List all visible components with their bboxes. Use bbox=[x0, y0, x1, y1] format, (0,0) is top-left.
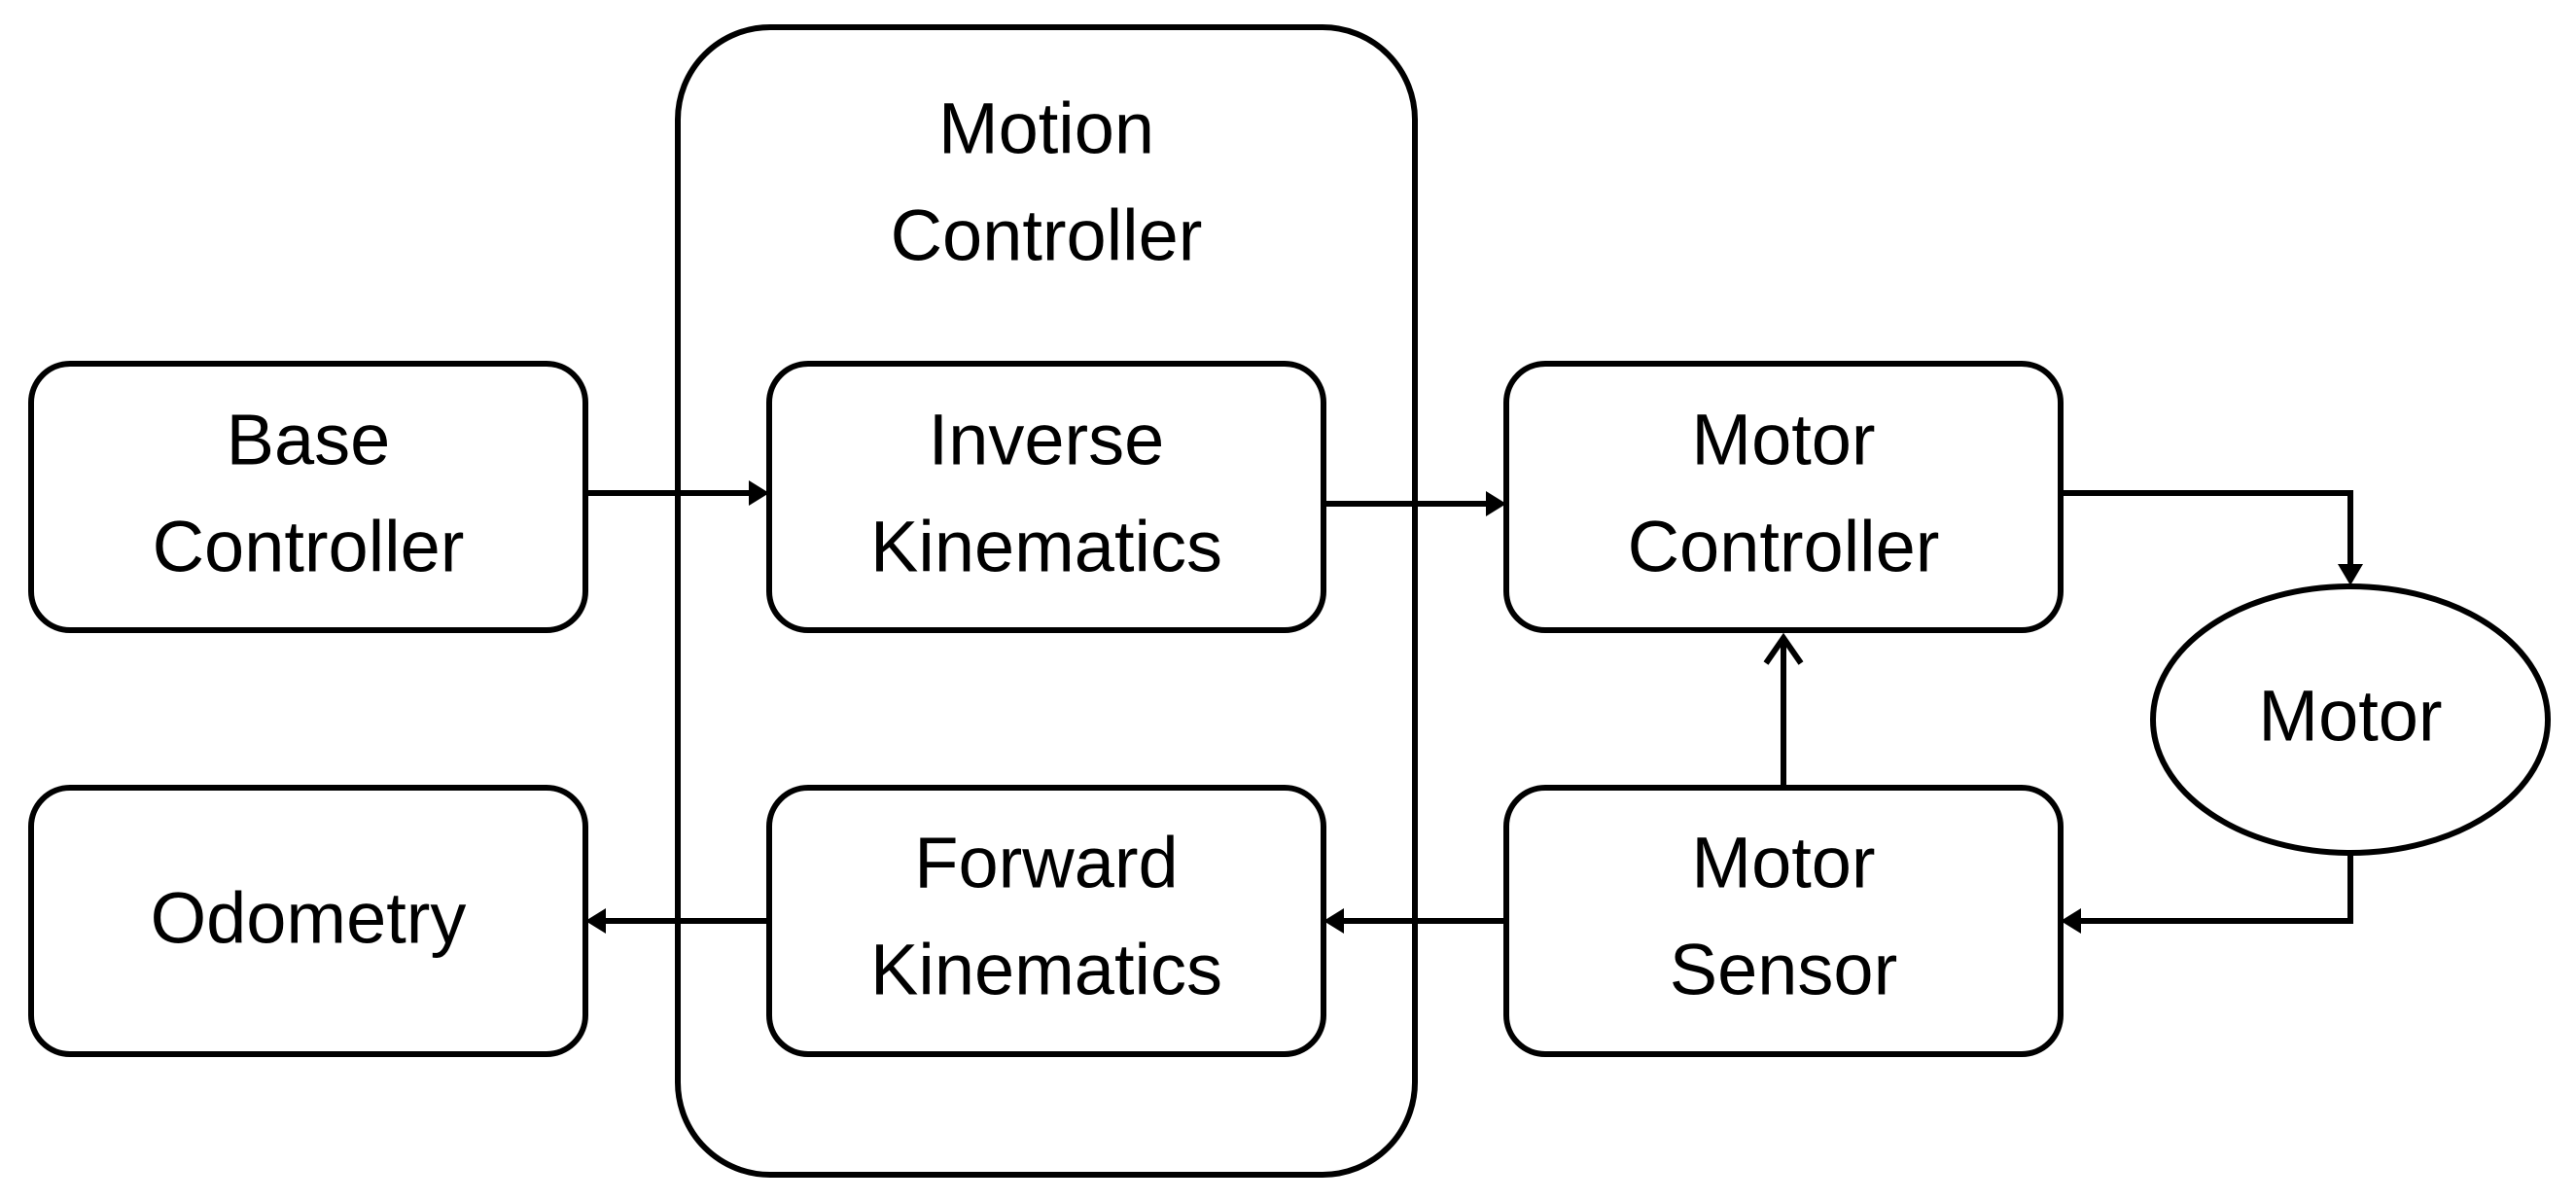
motor-controller-box bbox=[1503, 361, 2064, 633]
edge-motor-to-motor-sensor bbox=[2079, 853, 2353, 924]
base-controller-box bbox=[28, 361, 588, 633]
base-controller-label-line2: Controller bbox=[153, 507, 465, 587]
arrowhead-icon bbox=[1486, 491, 1506, 516]
edges bbox=[585, 480, 2363, 934]
motor-node[interactable]: Motor bbox=[2150, 583, 2551, 856]
motor-controller-label-line1: Motor bbox=[1691, 400, 1875, 480]
forward-kinematics-label-line1: Forward bbox=[914, 823, 1178, 903]
base-controller-label-line1: Base bbox=[227, 400, 391, 480]
inverse-kinematics-label-line2: Kinematics bbox=[870, 507, 1222, 587]
motor-controller-label-line2: Controller bbox=[1628, 507, 1940, 587]
arrowhead-icon bbox=[2061, 908, 2081, 934]
motor-sensor-label-line2: Sensor bbox=[1670, 930, 1897, 1010]
arrowhead-icon bbox=[1323, 908, 1344, 934]
inverse-kinematics-label-line1: Inverse bbox=[929, 400, 1165, 480]
inverse-kinematics-box bbox=[766, 361, 1326, 633]
odometry-label: Odometry bbox=[151, 878, 467, 959]
inverse-kinematics-node[interactable]: Inverse Kinematics bbox=[766, 361, 1326, 633]
forward-kinematics-node[interactable]: Forward Kinematics bbox=[766, 785, 1326, 1057]
motion-controller-label-line1: Motion bbox=[938, 88, 1154, 169]
arrowhead-icon bbox=[585, 908, 606, 934]
motor-label: Motor bbox=[2258, 676, 2442, 757]
open-arrowhead-icon bbox=[1763, 632, 1804, 665]
arrowhead-icon bbox=[749, 480, 769, 506]
edge-motor-controller-to-motor bbox=[2061, 490, 2353, 566]
arrowhead-icon bbox=[2338, 564, 2363, 585]
forward-kinematics-label-line2: Kinematics bbox=[870, 930, 1222, 1010]
motor-sensor-node[interactable]: Motor Sensor bbox=[1503, 785, 2064, 1057]
motor-controller-node[interactable]: Motor Controller bbox=[1503, 361, 2064, 633]
base-controller-node[interactable]: Base Controller bbox=[28, 361, 588, 633]
motion-controller-label-line2: Controller bbox=[891, 195, 1203, 276]
motor-sensor-label-line1: Motor bbox=[1691, 823, 1875, 903]
odometry-node[interactable]: Odometry bbox=[28, 785, 588, 1057]
